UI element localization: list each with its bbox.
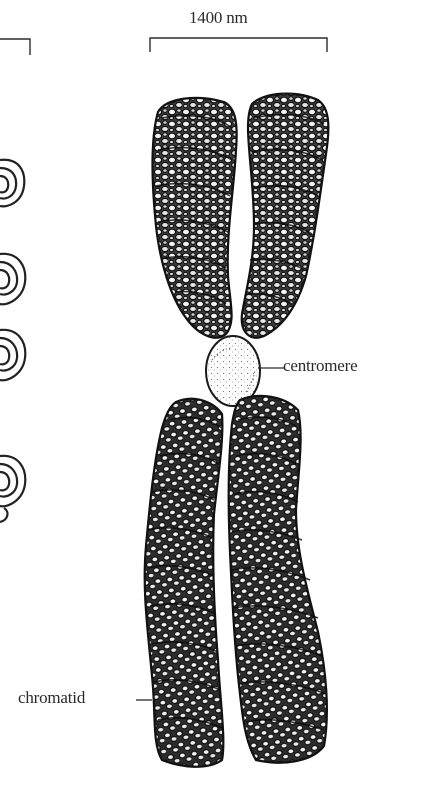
- scale-bar: [150, 38, 327, 52]
- coiled-fiber-column: [0, 160, 25, 522]
- upper-chromatid-arm-right: [242, 94, 329, 338]
- left-scale-bar: [0, 39, 30, 55]
- upper-chromatid-arm-left: [153, 98, 237, 338]
- coiled-fiber: [0, 160, 24, 207]
- coiled-fiber: [0, 330, 25, 380]
- coiled-fiber: [0, 254, 25, 304]
- coiled-fiber: [0, 456, 25, 522]
- scale-label: 1400 nm: [189, 8, 248, 28]
- centromere-label: centromere: [283, 356, 357, 376]
- lower-chromatid-arm-left: [145, 399, 224, 767]
- chromatid-label: chromatid: [18, 688, 85, 708]
- lower-chromatid-arm-right: [229, 396, 327, 763]
